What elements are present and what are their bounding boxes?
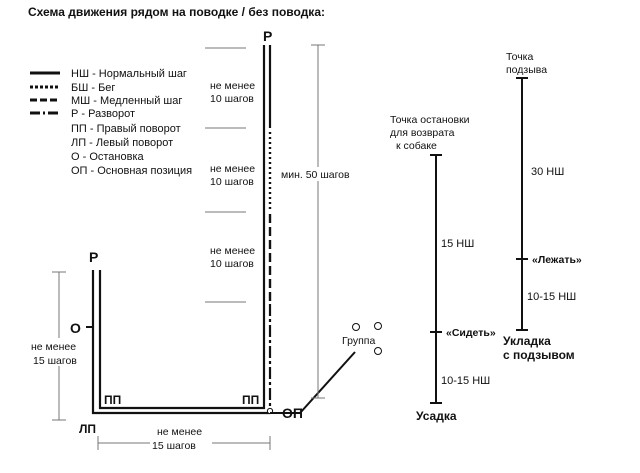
- group: Группа: [342, 322, 382, 355]
- legend-item-left-turn: ЛП - Левый поворот: [71, 137, 173, 149]
- recall-down-down-command: «Лежать»: [532, 254, 582, 266]
- left-turn-label: ЛП: [79, 422, 96, 436]
- segment-3-label-line2: 10 шагов: [210, 258, 254, 270]
- recall-stop-header-line1: Точка остановки: [390, 114, 470, 126]
- recall-down-distance2: 10-15 НШ: [527, 291, 576, 303]
- legend-item-right-turn: ПП - Правый поворот: [71, 123, 181, 135]
- route-markers: Р Р О ПП ПП ЛП ОП: [70, 28, 303, 436]
- group-member-icon: [352, 323, 360, 331]
- recall-stop-header-line2: для возврата: [390, 127, 455, 139]
- group-label: Группа: [342, 335, 375, 347]
- right-turn-right-label: ПП: [242, 393, 259, 407]
- recall-down-end-line1: Укладка: [503, 334, 551, 348]
- legend-item-run: БШ - Бег: [71, 82, 115, 94]
- base-position-label: ОП: [282, 405, 303, 421]
- total-distance-dimension: мин. 50 шагов: [279, 44, 359, 399]
- total-distance-label: мин. 50 шагов: [281, 169, 350, 181]
- total-distance-label-bg: [279, 167, 359, 181]
- turnaround-top-label: Р: [263, 28, 272, 44]
- recall-stop-sit-command: «Сидеть»: [446, 327, 496, 339]
- segment-1-label-line1: не менее: [210, 80, 255, 92]
- route-to-group-line: [270, 351, 356, 414]
- bottom-span-label-line2: 15 шагов: [152, 440, 196, 452]
- segment-separators: [205, 47, 246, 303]
- bottom-span-label-line1: не менее: [157, 426, 202, 438]
- legend-item-base-position: ОП - Основная позиция: [71, 165, 192, 177]
- legend-item-slow-step: МШ - Медленный шаг: [71, 95, 182, 107]
- recall-stop-end-label: Усадка: [416, 409, 457, 423]
- left-span-label-line1: не менее: [31, 341, 76, 353]
- route-path: [86, 45, 356, 415]
- legend-item-turnaround: Р - Разворот: [71, 108, 135, 120]
- recall-down-column: Точка подзыва 30 НШ «Лежать» 10-15 НШ Ук…: [503, 51, 582, 362]
- recall-down-header-line1: Точка: [506, 51, 533, 63]
- left-span-label-bg: [30, 338, 88, 366]
- segment-3-label-line1: не менее: [210, 245, 255, 257]
- legend-item-stop: О - Остановка: [71, 151, 145, 163]
- bottom-span-dimension: не менее 15 шагов: [97, 426, 271, 452]
- diagram-title: Схема движения рядом на поводке / без по…: [28, 5, 325, 19]
- group-member-icon: [374, 322, 382, 330]
- recall-stop-distance1: 15 НШ: [441, 238, 474, 250]
- left-span-dimension: не менее 15 шагов: [30, 271, 88, 421]
- legend-item-normal-step: НШ - Нормальный шаг: [71, 68, 187, 80]
- recall-down-distance1: 30 НШ: [531, 166, 564, 178]
- recall-stop-column: Точка остановки для возврата к собаке 15…: [390, 114, 496, 423]
- stop-label: О: [70, 320, 81, 336]
- left-span-label-line2: 15 шагов: [33, 355, 77, 367]
- recall-down-header-line2: подзыва: [506, 64, 547, 76]
- segment-labels: не менее 10 шагов не менее 10 шагов не м…: [210, 80, 255, 270]
- legend: НШ - Нормальный шаг БШ - Бег МШ - Медлен…: [30, 68, 192, 177]
- bottom-span-label-bg: [150, 440, 212, 450]
- recall-down-end-line2: с подзывом: [503, 348, 575, 362]
- turnaround-left-label: Р: [89, 249, 98, 265]
- recall-stop-header-line3: к собаке: [396, 140, 437, 152]
- right-turn-left-label: ПП: [104, 393, 121, 407]
- route-outer-left-line: [91, 270, 270, 415]
- route-outer-line: [98, 45, 266, 410]
- recall-stop-distance2: 10-15 НШ: [441, 375, 490, 387]
- group-member-icon: [374, 347, 382, 355]
- segment-2-label-line2: 10 шагов: [210, 176, 254, 188]
- segment-2-label-line1: не менее: [210, 163, 255, 175]
- segment-1-label-line2: 10 шагов: [210, 93, 254, 105]
